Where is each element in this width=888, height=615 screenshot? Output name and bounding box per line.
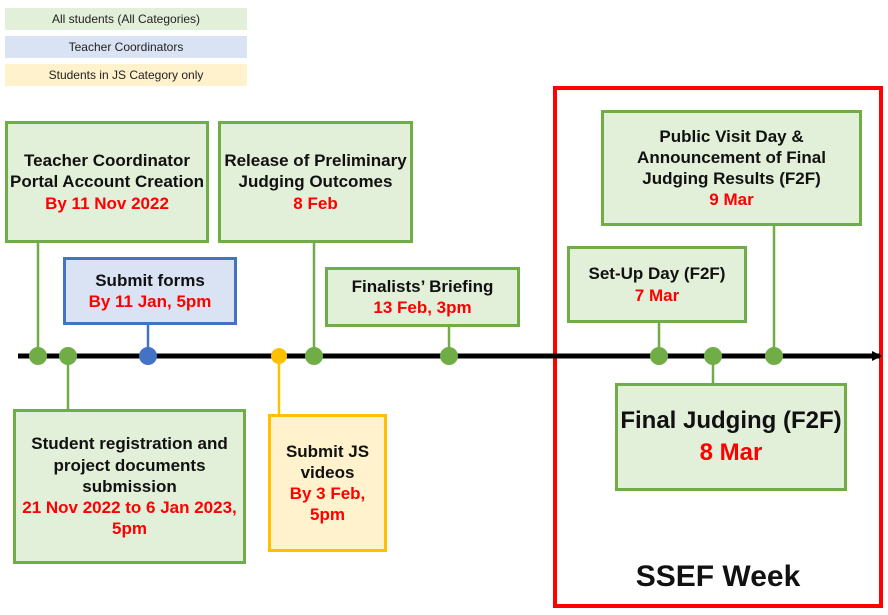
dot-submit-js bbox=[271, 348, 287, 364]
event-date: By 11 Nov 2022 bbox=[45, 193, 169, 213]
dot-student-registration bbox=[59, 347, 77, 365]
dot-setup bbox=[650, 347, 668, 365]
event-public-visit: Public Visit Day & Announcement of Final… bbox=[601, 110, 862, 226]
event-date: By 11 Jan, 5pm bbox=[88, 292, 212, 311]
event-submit-forms: Submit forms By 11 Jan, 5pm bbox=[63, 257, 237, 325]
event-title: Set-Up Day (F2F) bbox=[588, 264, 726, 284]
event-date: 8 Feb bbox=[293, 193, 338, 213]
event-title: Submit JS videos bbox=[285, 441, 370, 482]
event-date: 8 Mar bbox=[699, 439, 763, 466]
event-final-judging: Final Judging (F2F) 8 Mar bbox=[615, 383, 847, 491]
event-date: 13 Feb, 3pm bbox=[373, 298, 472, 317]
event-teacher-portal: Teacher Coordinator Portal Account Creat… bbox=[5, 121, 209, 243]
legend-js-students: Students in JS Category only bbox=[5, 64, 247, 86]
dot-preliminary bbox=[305, 347, 323, 365]
event-title: Final Judging (F2F) bbox=[620, 406, 842, 434]
event-submit-js-videos: Submit JS videos By 3 Feb, 5pm bbox=[268, 414, 387, 552]
event-title: Public Visit Day & Announcement of Final… bbox=[637, 126, 826, 189]
legend-teacher-coordinators: Teacher Coordinators bbox=[5, 36, 247, 58]
ssef-week-frame bbox=[553, 86, 883, 608]
event-date: 9 Mar bbox=[709, 190, 754, 210]
dot-final-judging bbox=[704, 347, 722, 365]
event-finalists-briefing: Finalists’ Briefing 13 Feb, 3pm bbox=[325, 267, 520, 327]
event-title: Submit forms bbox=[95, 270, 205, 290]
dot-briefing bbox=[440, 347, 458, 365]
event-date: By 3 Feb, 5pm bbox=[289, 484, 366, 525]
event-date: 7 Mar bbox=[634, 285, 680, 305]
dot-teacher-portal bbox=[29, 347, 47, 365]
dot-submit-forms bbox=[139, 347, 157, 365]
event-title: Finalists’ Briefing bbox=[351, 276, 494, 296]
legend-all-students: All students (All Categories) bbox=[5, 8, 247, 30]
dot-public-visit bbox=[765, 347, 783, 365]
event-title: Release of Preliminary Judging Outcomes bbox=[224, 151, 407, 192]
ssef-week-label: SSEF Week bbox=[635, 560, 801, 593]
event-student-registration: Student registration and project documen… bbox=[13, 409, 246, 564]
event-title: Student registration and project documen… bbox=[31, 434, 228, 496]
event-setup-day: Set-Up Day (F2F) 7 Mar bbox=[567, 246, 747, 323]
event-date: 21 Nov 2022 to 6 Jan 2023, 5pm bbox=[22, 498, 237, 539]
event-title: Teacher Coordinator Portal Account Creat… bbox=[10, 151, 204, 192]
event-preliminary-outcomes: Release of Preliminary Judging Outcomes … bbox=[218, 121, 413, 243]
